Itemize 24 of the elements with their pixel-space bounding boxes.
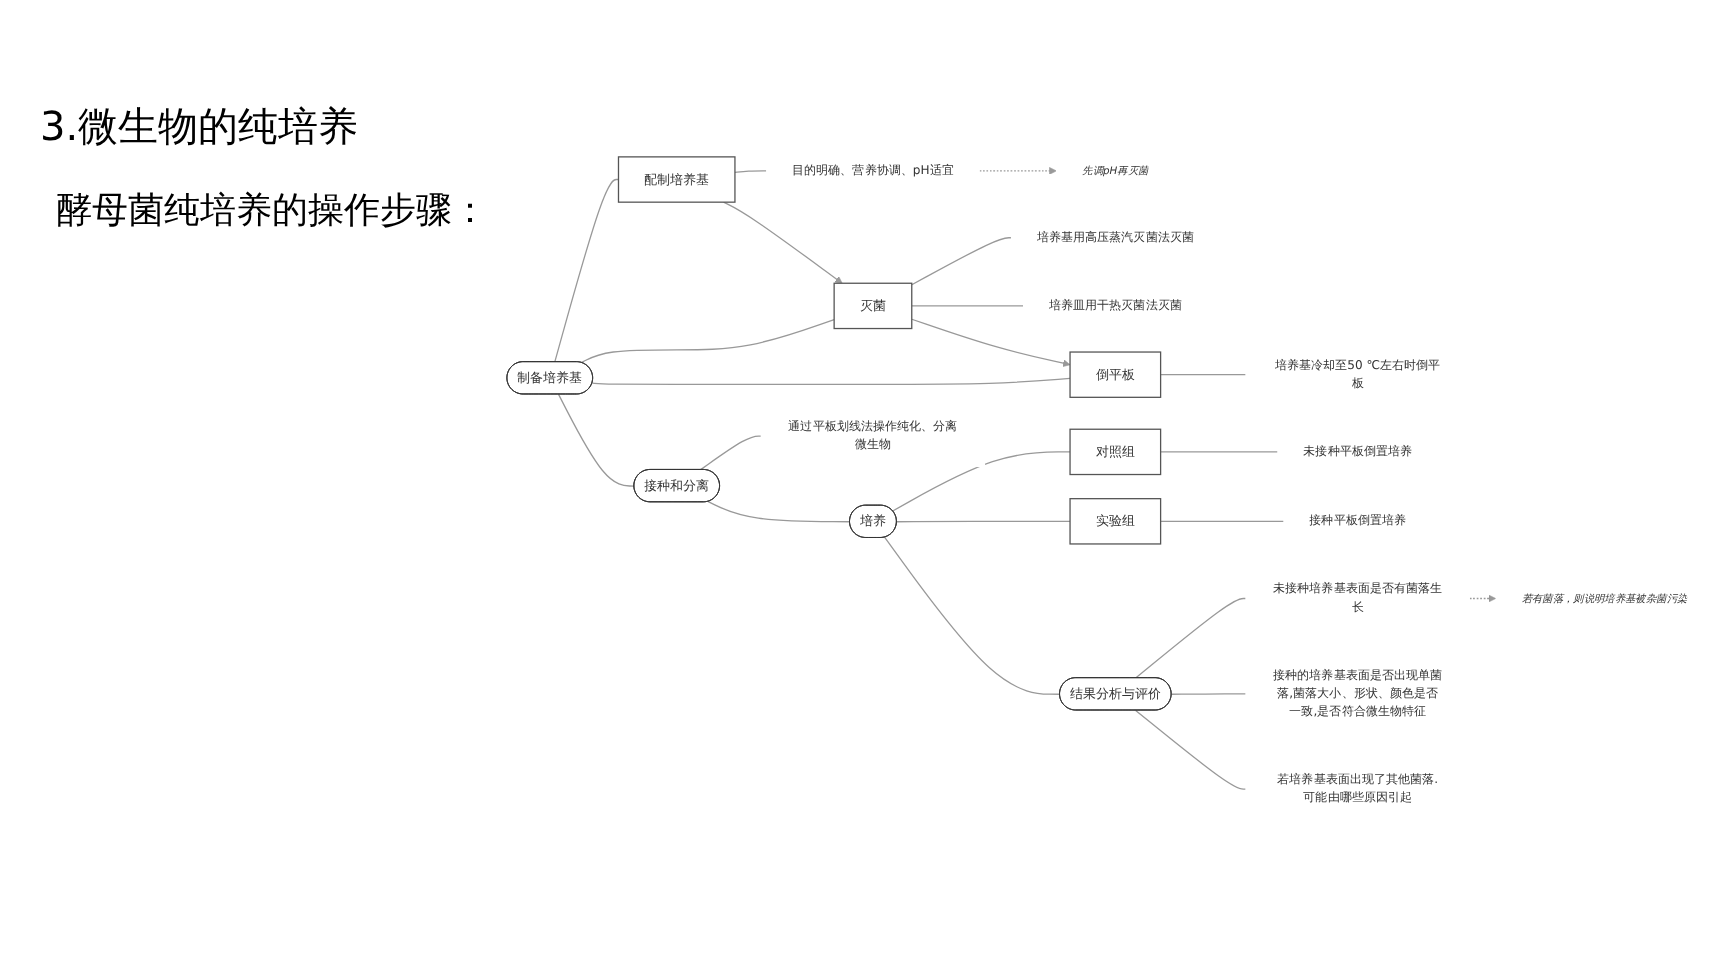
connector [896,520,1071,522]
connector [580,318,835,363]
connector [1135,709,1247,790]
arrow [979,166,1057,175]
connector [557,393,635,487]
connector [1170,692,1247,695]
connector [1135,597,1247,679]
connector [1159,520,1285,522]
connector [734,169,767,173]
arrow [722,200,843,284]
arrow [911,318,1071,367]
connector [884,536,1061,695]
connector [591,377,1071,385]
connector [892,450,1071,512]
connector [699,434,762,470]
arrow [1469,594,1497,602]
connector [1159,450,1279,452]
connector [554,178,620,363]
connector [707,500,851,522]
connector [1159,373,1247,375]
connector [911,304,1024,306]
title: 3.微生物的纯培养 [40,100,361,154]
subtitle: 酵母菌纯培养的操作步骤： [56,188,490,234]
connector [911,236,1012,285]
